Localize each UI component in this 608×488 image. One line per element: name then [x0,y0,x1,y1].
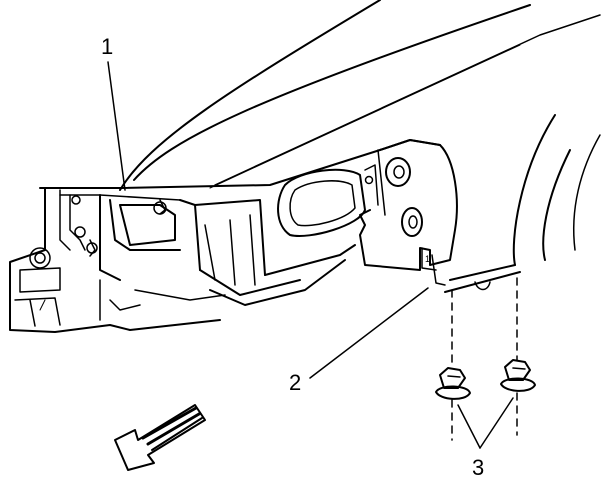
callout-number-1: 1 [101,34,114,59]
bolt-left [435,367,471,400]
callout-number-2: 2 [289,370,302,395]
fender-panel [444,114,601,293]
forward-direction-arrow [114,404,206,471]
left-support-structure [9,187,226,333]
mounting-bracket [359,139,458,286]
leader-lines [107,61,514,449]
bolt-alignment-lines [451,277,518,441]
rail-cutout [277,164,379,237]
leader-line-1 [107,61,126,191]
bolt-right [500,359,536,392]
leader-line-3a [457,404,481,449]
hood-panel [119,0,601,191]
leader-line-3b [479,397,514,449]
callout-number-3: 3 [472,455,485,480]
bracket-tab-marking: 1 [425,254,430,264]
leader-line-2 [309,287,429,379]
